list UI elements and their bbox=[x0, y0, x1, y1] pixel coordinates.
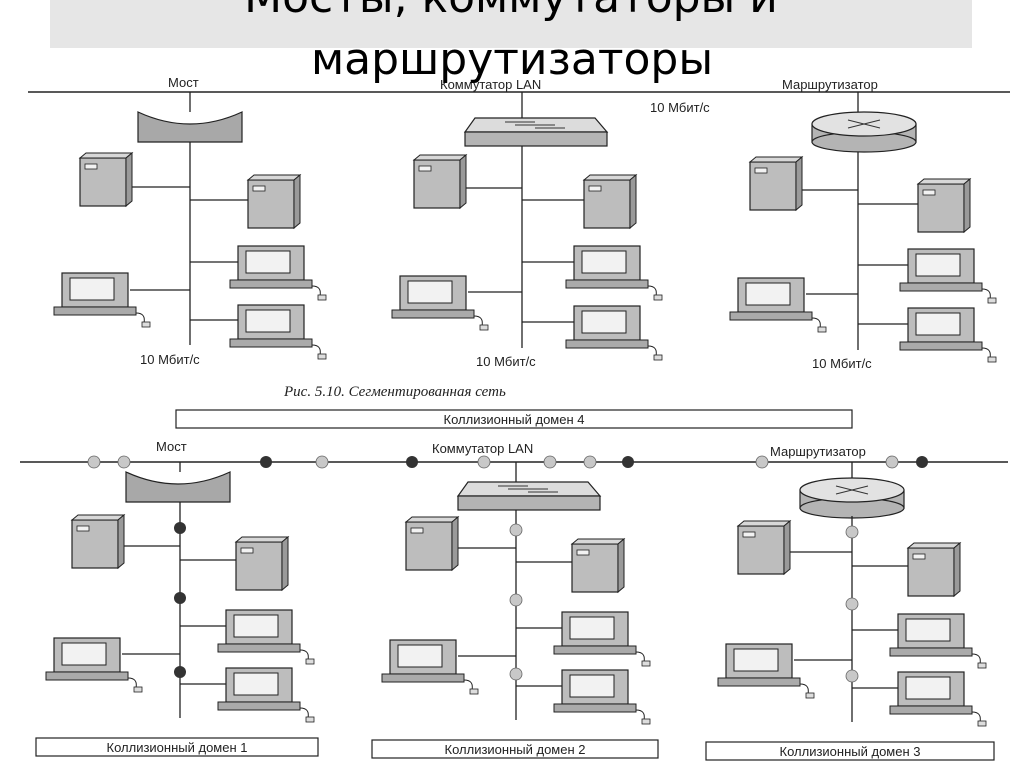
bottom-figure: Коллизионный домен 4 Мост Коммутатор LAN… bbox=[20, 409, 1008, 761]
collision-domain-2-box bbox=[371, 739, 659, 759]
top-segment-speed-2: 10 Мбит/с bbox=[476, 354, 536, 369]
backbone-port-dots bbox=[87, 455, 928, 469]
workstation-icon bbox=[899, 248, 997, 304]
workstation-icon bbox=[381, 639, 479, 695]
workstation-icon bbox=[553, 669, 651, 725]
workstation-icon bbox=[217, 667, 315, 723]
top-figure: Мост Коммутатор LAN Маршрутизатор 10 Мби… bbox=[28, 75, 1010, 400]
top-segment-bridge bbox=[53, 92, 327, 360]
top-label-bridge: Мост bbox=[168, 75, 199, 90]
collision-domain-4-box bbox=[175, 409, 853, 429]
figure-caption: Рис. 5.10. Сегментированная сеть bbox=[283, 384, 506, 400]
workstation-icon bbox=[729, 277, 827, 333]
collision-domain-1-label: Коллизионный домен 1 bbox=[107, 740, 248, 755]
workstation-icon bbox=[217, 609, 315, 665]
collision-domain-2-label: Коллизионный домен 2 bbox=[445, 742, 586, 757]
server-icon bbox=[235, 536, 289, 591]
workstation-icon bbox=[53, 272, 151, 328]
server-icon bbox=[907, 542, 961, 597]
workstation-icon bbox=[553, 611, 651, 667]
workstation-icon bbox=[229, 245, 327, 301]
server-icon bbox=[71, 514, 125, 569]
collision-domain-4-label: Коллизионный домен 4 bbox=[444, 412, 585, 427]
workstation-icon bbox=[565, 305, 663, 361]
top-segment-router bbox=[729, 92, 997, 363]
page-title-line-1: Мосты, коммутаторы и bbox=[50, 0, 972, 23]
bottom-segment-switch bbox=[381, 462, 651, 725]
collision-domain-3-box bbox=[705, 741, 995, 761]
bridge-icon bbox=[125, 471, 231, 503]
server-icon bbox=[749, 156, 803, 211]
bottom-label-switch: Коммутатор LAN bbox=[432, 441, 533, 456]
workstation-icon bbox=[391, 275, 489, 331]
workstation-icon bbox=[229, 304, 327, 360]
switch-icon bbox=[464, 117, 608, 147]
title-box: Мосты, коммутаторы и bbox=[50, 0, 972, 48]
server-icon bbox=[247, 174, 301, 229]
switch-icon bbox=[457, 481, 601, 511]
server-icon bbox=[917, 178, 971, 233]
server-icon bbox=[405, 516, 459, 571]
workstation-icon bbox=[899, 307, 997, 363]
server-icon bbox=[571, 538, 625, 593]
top-label-router: Маршрутизатор bbox=[782, 77, 878, 92]
top-segment-speed-1: 10 Мбит/с bbox=[140, 352, 200, 367]
collision-domain-1-box bbox=[35, 737, 319, 757]
workstation-icon bbox=[717, 643, 815, 699]
bridge-icon bbox=[137, 111, 243, 143]
workstation-icon bbox=[889, 671, 987, 727]
workstation-icon bbox=[45, 637, 143, 693]
page-title-line-2: маршрутизаторы bbox=[310, 34, 714, 85]
bottom-segment-bridge bbox=[45, 462, 315, 723]
server-icon bbox=[583, 174, 637, 229]
top-backbone-speed: 10 Мбит/с bbox=[650, 100, 710, 115]
server-icon bbox=[413, 154, 467, 209]
router-icon bbox=[799, 477, 905, 519]
top-segment-speed-3: 10 Мбит/с bbox=[812, 356, 872, 371]
server-icon bbox=[737, 520, 791, 575]
bottom-label-bridge: Мост bbox=[156, 439, 187, 454]
workstation-icon bbox=[565, 245, 663, 301]
server-icon bbox=[79, 152, 133, 207]
workstation-icon bbox=[889, 613, 987, 669]
router-icon bbox=[811, 111, 917, 153]
top-segment-switch bbox=[391, 92, 663, 361]
top-label-switch: Коммутатор LAN bbox=[440, 77, 541, 92]
bottom-segment-router bbox=[717, 462, 987, 727]
bottom-label-router: Маршрутизатор bbox=[770, 444, 866, 459]
collision-domain-3-label: Коллизионный домен 3 bbox=[780, 744, 921, 759]
